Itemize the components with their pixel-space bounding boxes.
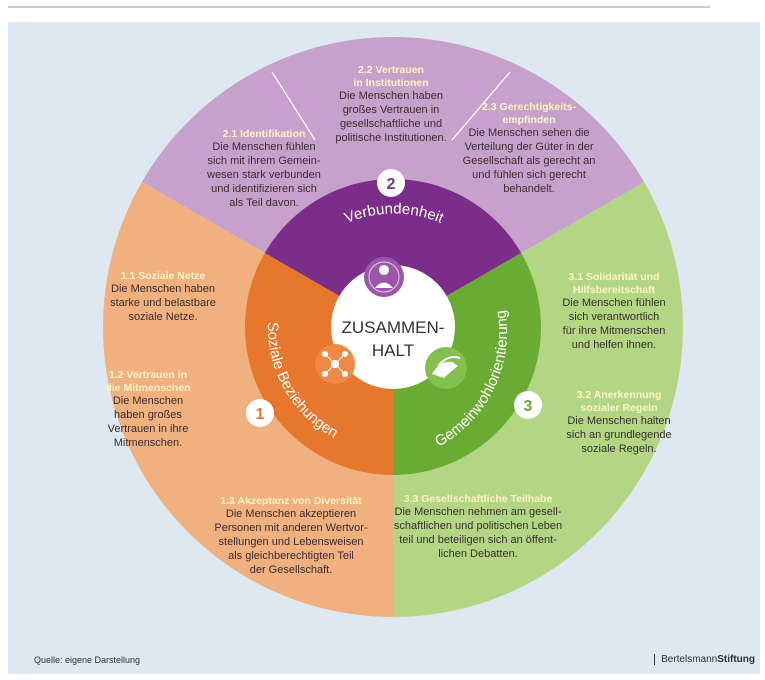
brand-name-b: Stiftung (717, 654, 755, 665)
center-line-2: HALT (372, 341, 414, 360)
sec-2-1-title: 2.1 Identifikation (223, 128, 306, 140)
sec-3-1-line: für ihre Mitmenschen (563, 325, 666, 337)
sec-3-3-line: Die Menschen nehmen am gesell- (395, 506, 562, 518)
sec-3-1-line: Die Menschen fühlen (562, 297, 665, 309)
sec-3-1-line: und helfen ihnen. (572, 339, 656, 351)
badge-1: 1 (246, 399, 274, 427)
sec-3-1-title: Hilfsbereitschaft (573, 284, 656, 296)
network-icon (315, 344, 355, 384)
sec-2-3-title: 2.3 Gerechtigkeits- (482, 101, 576, 113)
svg-text:1: 1 (256, 406, 265, 423)
sec-2-2-line: Die Menschen haben (339, 90, 443, 102)
sec-2-3-line: Verteilung der Güter in der (464, 141, 593, 153)
sec-3-1-title: 3.1 Solidarität und (568, 271, 659, 283)
sec-2-2-title: in Institutionen (353, 77, 428, 89)
sec-1-3-line: als gleichberechtigten Teil (228, 550, 354, 562)
svg-text:3: 3 (524, 398, 533, 415)
divider-22-23 (451, 71, 511, 141)
sec-3-3-line: lichen Debatten. (438, 548, 518, 560)
sec-3-3-line: schaftlichen und politischen Leben (394, 520, 562, 532)
sec-2-1-line: sich mit ihrem Gemein- (207, 155, 320, 167)
sec-3-1-line: sich verantwortlich (569, 311, 659, 323)
sec-3-3-line: teil und beteiligen sich an öffent- (399, 534, 557, 546)
sec-3-1: 3.1 Solidarität undHilfsbereitschaftDie … (562, 271, 665, 351)
sec-2-2-line: großes Vertrauen in (343, 104, 440, 116)
sec-1-3-line: der Gesellschaft. (250, 564, 333, 576)
sec-1-2-line: Die Menschen (113, 395, 183, 407)
sec-1-2-title: die Mitmenschen (105, 382, 190, 394)
sec-2-3-line: Die Menschen sehen die (468, 127, 589, 139)
sec-1-1-line: Die Menschen haben (111, 283, 215, 295)
sec-2-3-title: empfinden (502, 114, 555, 126)
sec-1-2-line: Mitmenschen. (114, 437, 182, 449)
sec-1-1-line: starke und belastbare (110, 297, 216, 309)
sec-1-3-line: Die Menschen akzeptieren (226, 508, 356, 520)
sec-1-2-line: Vertrauen in ihre (108, 423, 189, 435)
source-note: Quelle: eigene Darstellung (34, 655, 141, 665)
center-circle (331, 265, 455, 389)
divider-21-22 (271, 71, 316, 141)
sec-3-2-title: sozialer Regeln (580, 402, 657, 414)
sec-3-3-title: 3.3 Gesellschaftliche Teilhabe (404, 493, 553, 505)
sec-2-1-line: und identifizieren sich (211, 183, 317, 195)
sec-2-3-line: Gesellschaft als gerecht an (463, 155, 596, 167)
svg-text:2: 2 (387, 176, 396, 193)
sec-1-2-line: haben großes (114, 409, 182, 421)
brand-logo: BertelsmannStiftung (654, 654, 755, 665)
sec-1-1-line: soziale Netze. (128, 311, 197, 323)
helping-hands-icon (425, 347, 467, 389)
sec-2-2-line: politische Institutionen. (335, 132, 446, 144)
sec-2-1-line: als Teil davon. (229, 197, 299, 209)
sec-2-2-line: gesellschaftliche und (340, 118, 442, 130)
badge-3: 3 (514, 391, 542, 419)
sec-2-2-title: 2.2 Vertrauen (358, 64, 424, 76)
sec-1-3-line: stellungen und Lebensweisen (219, 536, 364, 548)
sec-1-1-title: 1.1 Soziale Netze (121, 270, 206, 282)
sec-1-3-line: Personen mit anderen Wertvor- (214, 522, 368, 534)
sec-3-2-line: sich an grundlegende (566, 429, 671, 441)
sec-3-2-title: 3.2 Anerkennung (577, 389, 662, 401)
top-divider (8, 6, 710, 8)
sec-2-1-line: Die Menschen fühlen (212, 141, 315, 153)
sec-1-3-title: 1.3 Akzeptanz von Diversität (220, 495, 362, 507)
sec-3-2-line: Die Menschen halten (567, 415, 670, 427)
person-icon (364, 257, 404, 297)
center-line-1: ZUSAMMEN- (342, 318, 445, 337)
sec-2-3-line: und fühlen sich gerecht (472, 169, 586, 181)
badge-2: 2 (377, 169, 405, 197)
sec-1-2-title: 1.2 Vertrauen in (109, 369, 187, 381)
sec-3-2-line: soziale Regeln. (581, 443, 656, 455)
sec-2-3-line: behandelt. (503, 183, 554, 195)
sec-2-1-line: wesen stark verbunden (206, 169, 321, 181)
brand-name-a: Bertelsmann (661, 654, 718, 665)
